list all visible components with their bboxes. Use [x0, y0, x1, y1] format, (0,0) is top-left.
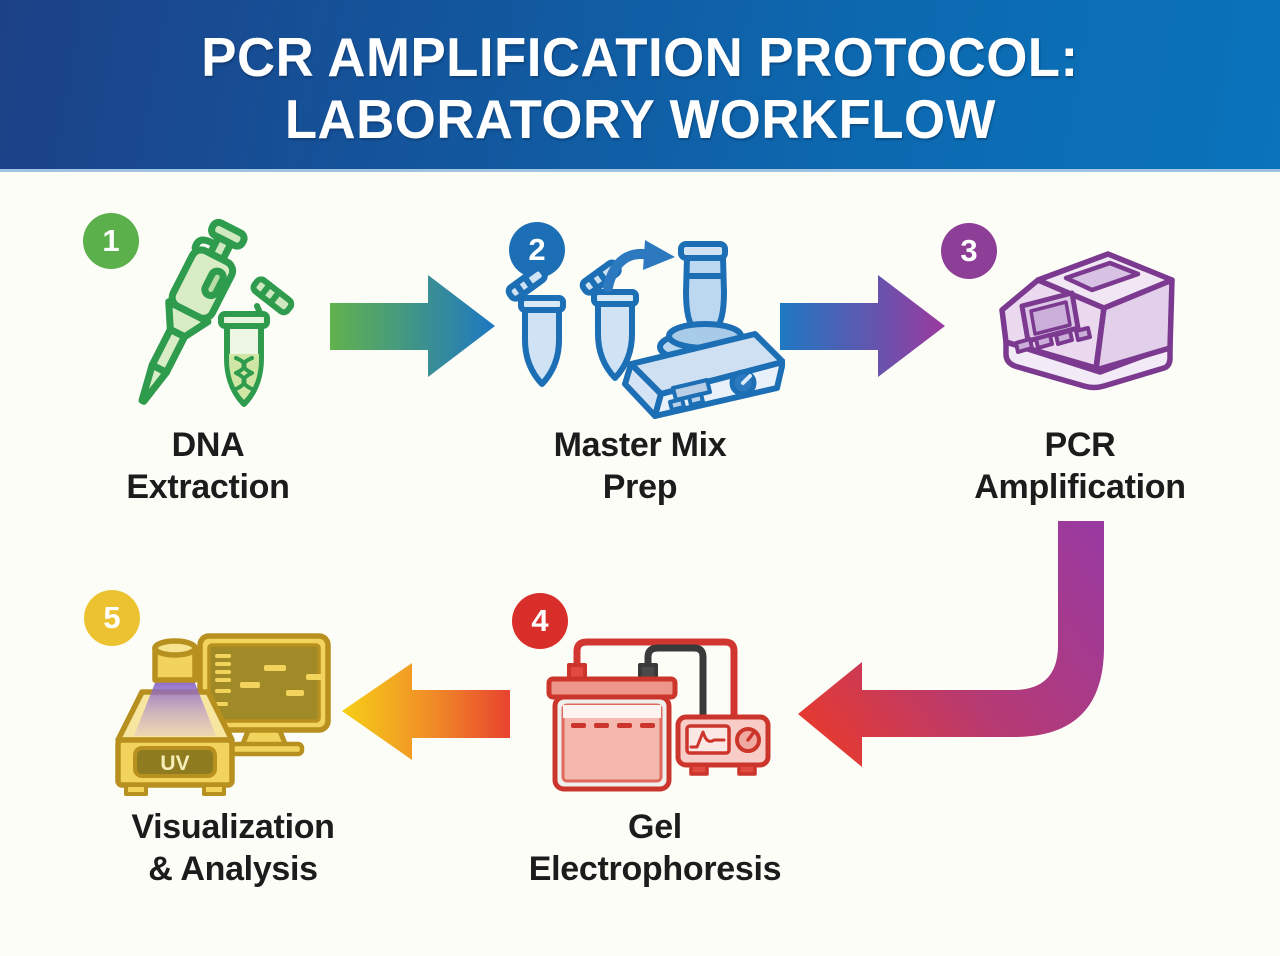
step-4-label-line1: Gel: [628, 808, 682, 846]
step-1-label: DNA Extraction: [58, 424, 358, 508]
step-5-badge: 5: [84, 590, 140, 646]
step-1-number: 1: [102, 223, 120, 258]
step-4-label-line2: Electrophoresis: [528, 850, 782, 888]
step-5-label: Visualization & Analysis: [68, 806, 398, 890]
step-3-badge: 3: [941, 223, 997, 279]
step-5-label-line2: & Analysis: [148, 850, 318, 888]
page-title-line2: LABORATORY WORKFLOW: [284, 87, 996, 150]
page-title-line1: PCR AMPLIFICATION PROTOCOL:: [201, 25, 1079, 88]
gel-tank-and-power-supply-icon: [546, 638, 771, 792]
uv-transilluminator-and-monitor-icon: UV: [115, 633, 331, 796]
step-5-number: 5: [103, 600, 121, 635]
arrow-step4-to-step5: [342, 663, 510, 760]
step-1-badge: 1: [83, 213, 139, 269]
thermocycler-icon: [999, 251, 1175, 391]
step-2-number: 2: [528, 232, 546, 267]
step-4-badge: 4: [512, 593, 568, 649]
step-3-number: 3: [960, 233, 978, 268]
step-3-label: PCR Amplification: [930, 424, 1230, 508]
arrow-step1-to-step2: [330, 275, 495, 377]
step-2-label: Master Mix Prep: [490, 424, 790, 508]
step-1-label-line1: DNA: [171, 426, 245, 464]
header-banner: PCR AMPLIFICATION PROTOCOL: LABORATORY W…: [0, 0, 1280, 172]
step-5-label-line1: Visualization: [131, 808, 335, 846]
step-2-label-line2: Prep: [602, 468, 678, 506]
step-2-label-line1: Master Mix: [553, 426, 727, 464]
arrow-step3-to-step4: [798, 521, 1104, 767]
step-4-label: Gel Electrophoresis: [500, 806, 810, 890]
uv-panel-text: UV: [160, 752, 189, 775]
arrow-step2-to-step3: [780, 275, 945, 377]
step-4-number: 4: [531, 603, 549, 638]
step-3-label-line1: PCR: [1044, 426, 1116, 464]
pipette-and-tube-icon: [138, 218, 295, 407]
tubes-and-vortex-mixer-icon: [505, 240, 785, 419]
step-3-label-line2: Amplification: [974, 468, 1186, 506]
step-1-label-line2: Extraction: [126, 468, 290, 506]
